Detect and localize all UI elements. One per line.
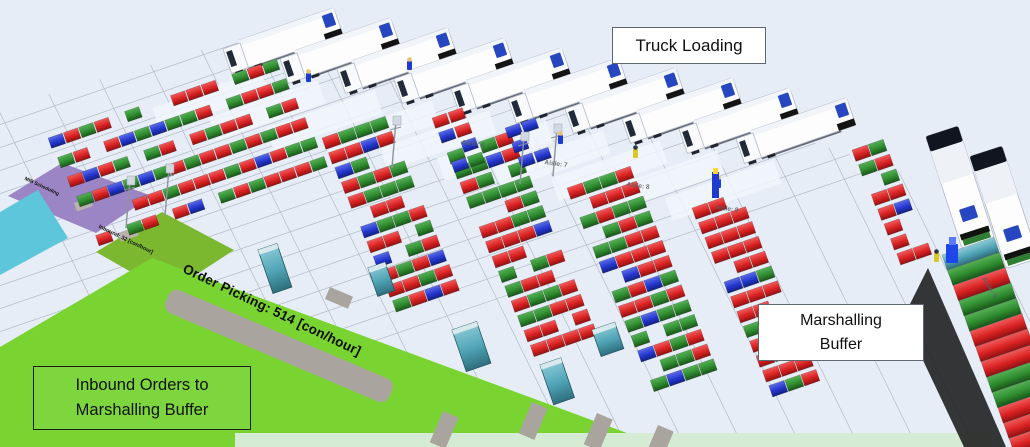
marshalling-buffer-text-line2: Buffer: [819, 335, 863, 353]
marshalling-buffer-label: Marshalling Buffer: [758, 304, 924, 361]
marshalling-buffer-text-line1: Marshalling: [800, 312, 882, 330]
truck-loading-label: Truck Loading: [612, 27, 766, 64]
inbound-orders-text-line2: Marshalling Buffer: [75, 401, 209, 419]
inbound-orders-text-line1: Inbound Orders to: [75, 376, 209, 395]
inbound-orders-label: Inbound Orders to Marshalling Buffer: [33, 366, 251, 430]
truck-loading-text: Truck Loading: [635, 35, 743, 55]
